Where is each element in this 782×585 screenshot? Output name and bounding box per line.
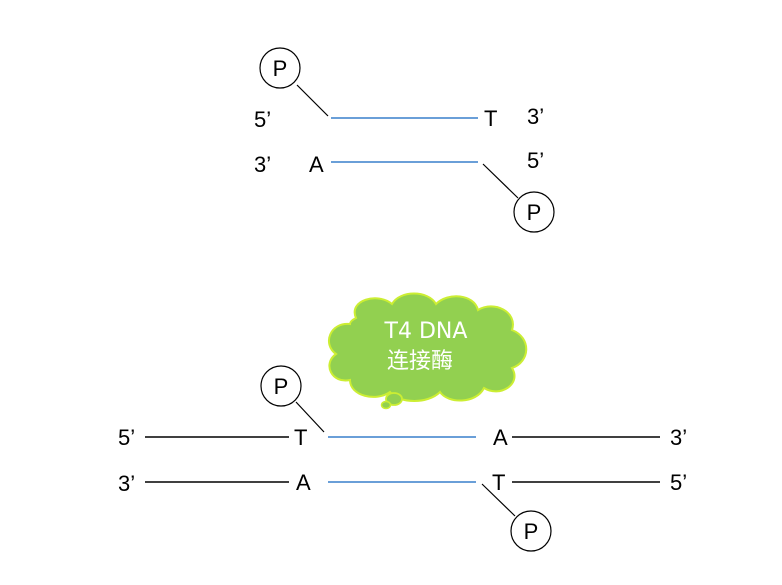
top-phosphate-1-circle <box>259 47 301 89</box>
bottom-left-top-end: 5’ <box>118 425 135 450</box>
bottom-phosphate-1-bond <box>295 401 325 433</box>
top-left-top-end: 5’ <box>254 107 271 132</box>
cloud-bubble-2 <box>380 400 392 410</box>
bottom-top-left-base: T <box>294 425 307 450</box>
bottom-molecule: P 5’ T A 3’ 3’ A T 5’ P <box>118 365 687 552</box>
top-right-bottom-end: 5’ <box>527 148 544 173</box>
bottom-phosphate-2-label: P <box>524 519 539 544</box>
cloud-shape <box>328 292 528 402</box>
bottom-phosphate-2-bond <box>481 483 516 517</box>
bottom-right-top-end: 3’ <box>670 425 687 450</box>
bottom-top-right-base: A <box>493 425 508 450</box>
top-phosphate-2-bond <box>482 163 519 199</box>
top-phosphate-1-label: P <box>273 56 288 81</box>
top-phosphate-2-label: P <box>527 200 542 225</box>
top-fragment: P 5’ T 3’ 3’ A 5’ P <box>254 47 555 233</box>
bottom-bottom-right-base: T <box>492 470 505 495</box>
top-left-bottom-end: 3’ <box>254 152 271 177</box>
top-phosphate-1-bond <box>296 84 329 117</box>
top-overhang-a: A <box>309 152 324 177</box>
t4-dna-ligase-cloud: T4 DNA 连接酶 <box>328 292 528 410</box>
enzyme-name-line2: 连接酶 <box>387 349 453 374</box>
cloud-bubble-1 <box>385 392 403 406</box>
bottom-phosphate-1-label: P <box>274 374 289 399</box>
top-right-top-end: 3’ <box>527 104 544 129</box>
bottom-phosphate-1-circle <box>260 365 302 407</box>
bottom-phosphate-2-circle <box>510 510 552 552</box>
bottom-bottom-left-base: A <box>296 470 311 495</box>
top-overhang-t: T <box>484 106 497 131</box>
bottom-right-bottom-end: 5’ <box>670 470 687 495</box>
enzyme-name-line1: T4 DNA <box>384 319 468 344</box>
bottom-left-bottom-end: 3’ <box>118 471 135 496</box>
top-phosphate-2-circle <box>513 191 555 233</box>
